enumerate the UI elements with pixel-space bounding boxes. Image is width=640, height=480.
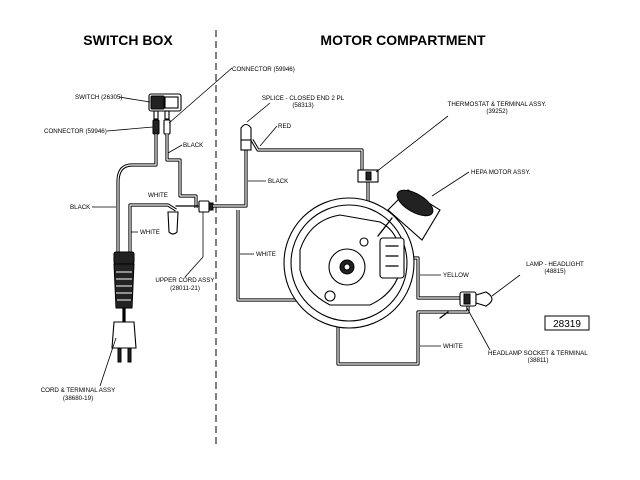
headlamp-socket-label: HEADLAMP SOCKET & TERMINAL [488,350,588,357]
switch-connector-right [163,119,171,135]
switch-box-wires [116,134,201,252]
white-upper-label: WHITE [148,192,168,199]
motor-housing [283,197,415,329]
black-switch-label: BLACK [183,142,204,149]
hepa-motor [377,189,441,241]
upper-cord-connector [198,200,214,257]
splice-number: (58313) [292,102,313,109]
switch [148,93,182,120]
switch-label: SWITCH (26305) [75,94,122,101]
white-bottom-label: WHITE [443,343,463,350]
power-cord-plug [111,251,137,363]
upper-cord-label: UPPER CORD ASSY [155,277,214,284]
lamp-number: (48815) [544,268,565,275]
upper-cord-number: (28011-21) [170,285,200,292]
switch-connector-left [152,119,160,135]
connector-top-label: CONNECTOR (59946) [232,66,295,73]
headlamp-socket-number: (38811) [528,357,549,364]
hepa-motor-label: HEPA MOTOR ASSY. [471,169,531,176]
wire-nut-connector [167,211,179,235]
splice-closed-end [240,123,252,151]
thermostat-number: (39252) [486,108,507,115]
cord-terminal-label: CORD & TERMINAL ASSY [41,387,116,394]
white-lower-label: WHITE [140,229,160,236]
splice-label: SPLICE - CLOSED END 2 PL [262,95,345,102]
black-motor-label: BLACK [268,178,289,185]
switch-box-heading: SWITCH BOX [83,32,173,48]
thermostat-label: THERMOSTAT & TERMINAL ASSY. [448,101,547,108]
part-number: 28319 [553,319,581,330]
white-motor-label: WHITE [256,251,276,258]
lamp-label: LAMP - HEADLIGHT [526,261,584,268]
yellow-wire-label: YELLOW [443,272,469,279]
red-wire-label: RED [278,123,292,130]
headlight-lamp [475,291,493,307]
cord-terminal-number: (38680-19) [63,395,93,402]
connector-left-label: CONNECTOR (59946) [44,128,107,135]
part-number-box: 28319 [544,315,590,331]
motor-compartment-heading: MOTOR COMPARTMENT [320,32,486,48]
black-left-label: BLACK [70,204,91,211]
thermostat-terminal [357,169,379,183]
